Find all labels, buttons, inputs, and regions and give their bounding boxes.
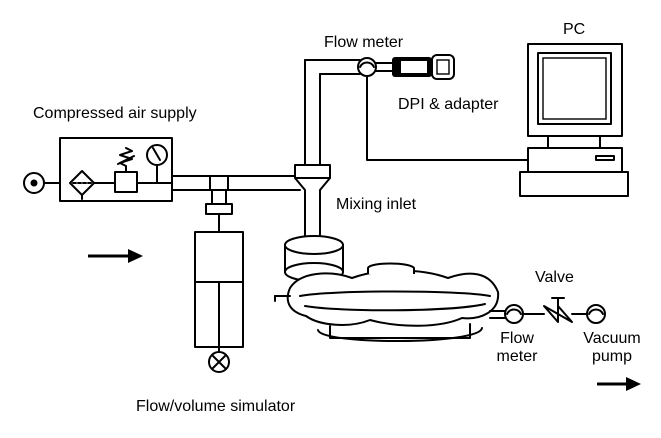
label-flow-volume-simulator: Flow/volume simulator xyxy=(136,398,296,415)
pc-computer-icon xyxy=(519,43,629,197)
dpi-adapter-device xyxy=(375,54,455,80)
flow-arrow-left-icon xyxy=(88,249,143,263)
label-vacuum-pump-line1: Vacuum xyxy=(583,330,641,347)
signal-cable xyxy=(366,81,529,161)
label-flow-meter-bottom-line2: meter xyxy=(496,348,538,365)
flow-meter-bottom-icon xyxy=(504,304,524,324)
mixing-inlet xyxy=(284,164,344,282)
label-dpi-adapter: DPI & adapter xyxy=(398,96,499,113)
label-flow-meter-bottom: Flow meter xyxy=(493,330,541,366)
flow-volume-simulator xyxy=(194,189,244,373)
flow-arrow-right-icon xyxy=(597,377,641,391)
label-vacuum-pump: Vacuum pump xyxy=(576,330,648,366)
label-compressed-air-supply: Compressed air supply xyxy=(33,105,197,122)
label-flow-meter-bottom-line1: Flow xyxy=(500,330,534,347)
label-mixing-inlet: Mixing inlet xyxy=(336,196,417,213)
main-air-pipe xyxy=(171,175,301,191)
label-pc: PC xyxy=(563,21,586,38)
compressed-air-unit xyxy=(59,137,173,202)
vertical-pipe xyxy=(304,59,361,166)
valve-icon xyxy=(543,297,573,323)
inlet-port-icon xyxy=(23,172,61,194)
label-flow-meter-top: Flow meter xyxy=(324,34,404,51)
downstream-line xyxy=(489,310,506,319)
flow-meter-top-icon xyxy=(357,57,377,83)
spacer-chamber xyxy=(274,262,500,342)
vacuum-pump-icon xyxy=(586,304,606,324)
label-valve: Valve xyxy=(535,269,574,286)
label-vacuum-pump-line2: pump xyxy=(591,348,633,365)
